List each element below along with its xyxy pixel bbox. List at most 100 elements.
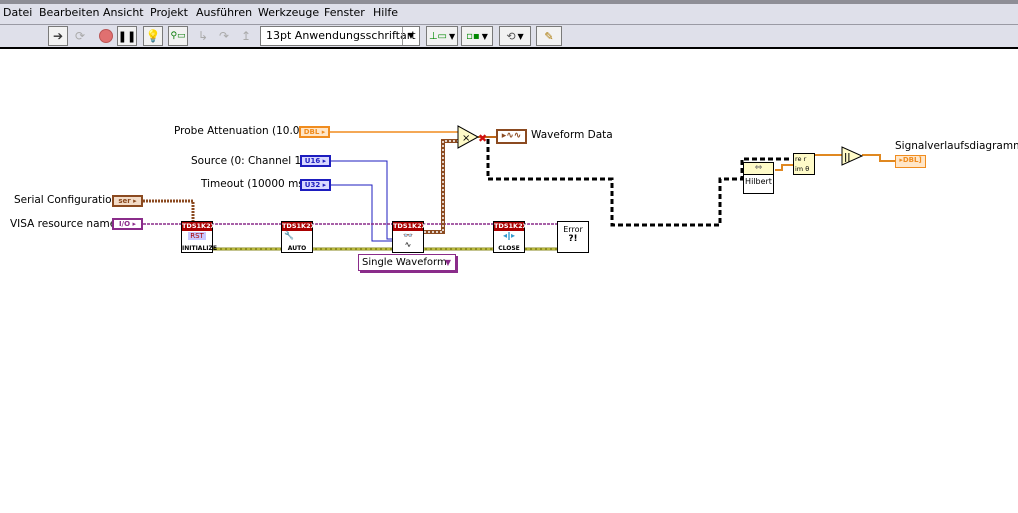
step-into-button[interactable]: ↳ [193,26,213,46]
run-button[interactable]: ➔ [48,26,68,46]
signalverlaufsdiagramm-label: Signalverlaufsdiagramm [895,140,1018,152]
menu-werkzeuge[interactable]: Werkzeuge [258,6,320,19]
absolute-value-symbol: || [844,153,851,163]
wrench-icon: 🔧 [284,231,294,240]
clean-up-diagram-button[interactable]: ✎ [536,26,562,46]
step-out-button[interactable]: ↥ [236,26,256,46]
autoset-vi-label: AUTO [287,245,307,252]
serial-configuration-control[interactable]: ser ▸ [112,195,143,207]
retain-wire-values-button[interactable]: ⚲▭ [168,26,188,46]
align-objects-icon: ⊥▭ [428,30,447,42]
distribute-objects-icon: ▫▪ [466,30,480,42]
initialize-vi-header: TDS1K2X [182,222,216,231]
autoset-vi[interactable]: TDS1K2X 🔧 AUTO [281,221,316,253]
run-arrow-icon: ➔ [52,29,64,43]
waveform-data-label: Waveform Data [531,129,613,141]
initialize-vi[interactable]: TDS1K2X RST INITIALIZE [181,221,217,253]
menu-fenster[interactable]: Fenster [324,6,365,19]
hilbert-transform[interactable]: ⇔ Hilbert [743,162,774,194]
multiply-node [457,125,480,149]
initialize-vi-label: INITIALIZE [182,245,217,252]
close-vi[interactable]: TDS1K2X ◂‖▸ CLOSE [493,221,528,253]
window-top-border [0,0,1018,4]
reorder-button[interactable]: ⟲▼ [499,26,531,46]
wire-waveform [424,140,458,233]
menu-datei[interactable]: Datei [3,6,33,19]
wire-hilbert-out [775,164,794,171]
read-waveform-vi[interactable]: TDS1K2X 👓 ∿ [392,221,427,253]
chevron-down-icon: ▼ [444,258,451,267]
wire-broken-waveform [486,139,792,227]
acquisition-mode-ring[interactable]: Single Waveform ▼ [358,254,456,271]
menu-projekt[interactable]: Projekt [150,6,188,19]
timeout-label: Timeout (10000 ms) [201,178,308,190]
toolbar: ➔ ⟳ ❚❚ 💡 ⚲▭ ↳ ↷ ↥ 13pt Anwendungsschrift… [0,25,1018,49]
menu-hilfe[interactable]: Hilfe [373,6,399,19]
visa-resource-control[interactable]: I/O ▸ [112,218,143,230]
reset-id-icon: RST [188,232,206,240]
read-waveform-vi-header: TDS1K2X [393,222,427,231]
pause-button[interactable]: ❚❚ [117,26,137,46]
highlight-execution-button[interactable]: 💡 [143,26,163,46]
pause-icon: ❚❚ [117,29,137,43]
abort-icon [99,29,113,43]
absolute-value-node [841,146,864,166]
waveform-graph-icon: ▸∿∿ [501,131,522,141]
font-select[interactable]: 13pt Anwendungsschriftart ▼ [260,26,420,46]
wire-to-indicator [862,154,895,162]
clean-up-diagram-icon: ✎ [544,29,554,43]
autoset-vi-header: TDS1K2X [282,222,316,231]
align-objects-button[interactable]: ⊥▭▼ [426,26,458,46]
source-control[interactable]: U16 ▸ [300,155,331,167]
step-over-icon: ↷ [218,29,230,43]
glasses-icon: 👓 [403,231,413,240]
waveform-data-indicator[interactable]: ▸∿∿ [496,129,527,144]
step-over-button[interactable]: ↷ [214,26,234,46]
hilbert-arrow-icon: ⇔ [744,163,773,175]
timeout-control[interactable]: U32 ▸ [300,179,331,191]
serial-configuration-label: Serial Configuration [14,194,119,206]
probe-attenuation-type: DBL [303,128,320,136]
chevron-down-icon: ▼ [481,31,488,41]
complex-to-polar-top: re r [795,155,807,163]
serial-configuration-type: ser [118,197,131,205]
probe-attenuation-control[interactable]: DBL ▸ [299,126,330,138]
wires: × ✖ || [143,125,895,251]
run-continuously-button[interactable]: ⟳ [70,26,90,46]
source-type: U16 [304,157,321,165]
probe-attenuation-label: Probe Attenuation (10.0) [174,125,304,137]
signalverlaufsdiagramm-indicator[interactable]: ▸DBL] [895,155,926,168]
multiply-symbol: × [462,133,470,144]
run-continuously-icon: ⟳ [74,29,86,43]
chevron-down-icon: ▼ [449,31,456,41]
waveform-icon: ∿ [404,240,412,249]
wire-waveform-bg [424,139,458,234]
retain-wire-values-icon: ⚲▭ [170,31,186,41]
step-out-icon: ↥ [240,29,252,43]
wire-source [331,160,392,240]
step-into-icon: ↳ [197,29,209,43]
reorder-icon: ⟲ [506,29,516,43]
close-vi-header: TDS1K2X [494,222,528,231]
visa-resource-type: I/O [118,220,131,228]
distribute-objects-button[interactable]: ▫▪▼ [461,26,493,46]
abort-button[interactable] [96,26,116,46]
highlight-execution-icon: 💡 [145,29,161,43]
error-handler-text: Error [563,225,583,234]
error-handler-symbol: ?! [568,234,578,244]
close-vi-label: CLOSE [498,245,520,252]
chevron-down-icon: ▼ [402,27,419,45]
visa-resource-label: VISA resource name [10,218,117,230]
complex-to-polar[interactable]: re r im θ [793,153,815,175]
menu-bar: Datei Bearbeiten Ansicht Projekt Ausführ… [0,4,1018,25]
disconnect-icon: ◂‖▸ [502,231,516,240]
menu-ausfuehren[interactable]: Ausführen [196,6,253,19]
signalverlaufsdiagramm-type: DBL [902,156,919,164]
menu-ansicht[interactable]: Ansicht [103,6,144,19]
chevron-down-icon: ▼ [517,31,524,41]
simple-error-handler[interactable]: Error ?! [557,221,589,253]
source-label: Source (0: Channel 1) [191,155,306,167]
menu-bearbeiten[interactable]: Bearbeiten [39,6,100,19]
block-diagram[interactable]: × ✖ || Probe Attenuation (10.0) DBL ▸ So… [0,49,1018,513]
broken-wire-icon: ✖ [478,132,487,145]
